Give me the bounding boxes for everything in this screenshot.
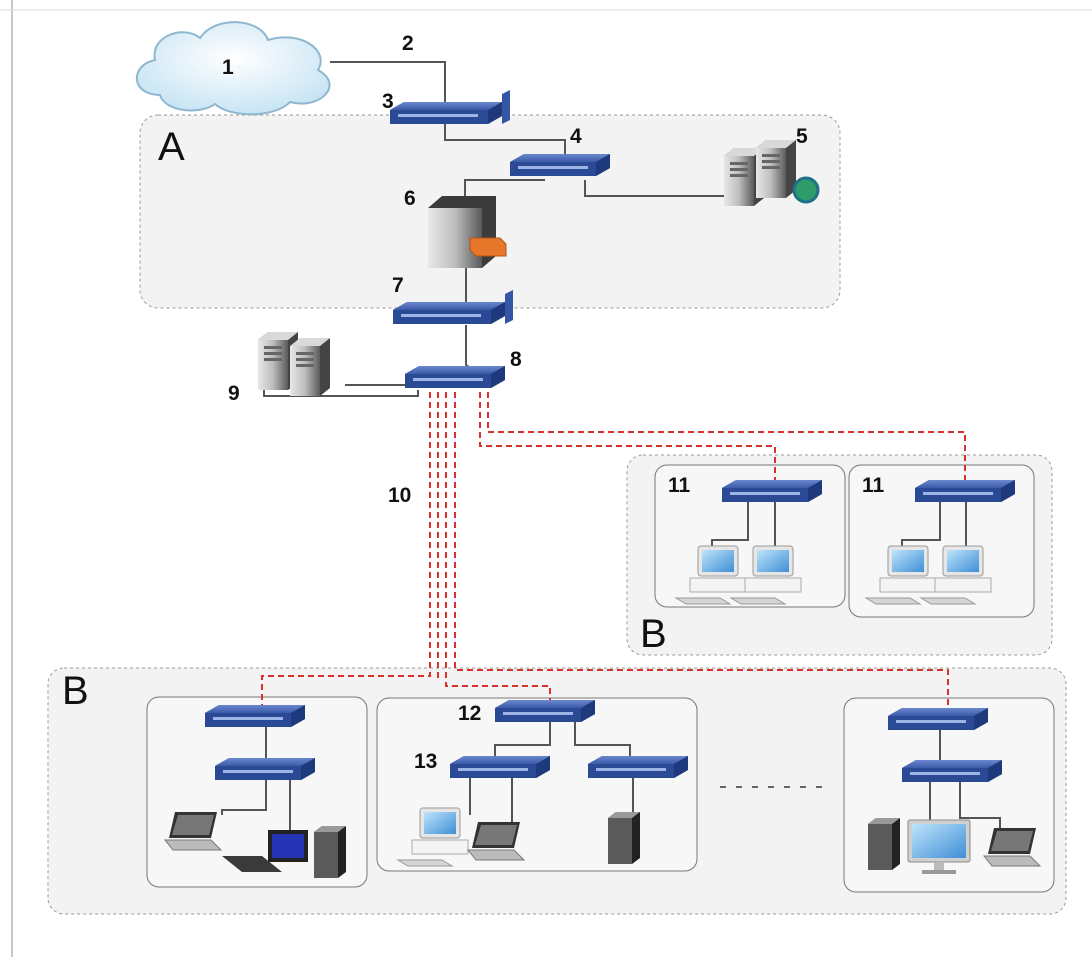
label-8: 8 (510, 348, 522, 371)
cloud-icon (135, 21, 331, 116)
label-10: 10 (388, 484, 411, 507)
switch-icon (510, 154, 610, 176)
label-13: 13 (414, 750, 437, 773)
label-5: 5 (796, 125, 808, 148)
zone-b-bottom-letter: B (62, 669, 89, 713)
label-9: 9 (228, 382, 240, 405)
label-7: 7 (392, 274, 404, 297)
switch-icon (915, 480, 1015, 502)
switch-icon (405, 366, 505, 388)
firewall-icon (428, 196, 507, 268)
switch-icon (495, 700, 595, 722)
switch-icon (902, 760, 1002, 782)
router-icon (390, 90, 510, 124)
label-3: 3 (382, 90, 394, 113)
switch-icon (588, 756, 688, 778)
switch-icon (722, 480, 822, 502)
zone-a-letter: A (158, 125, 185, 169)
label-1: 1 (222, 56, 234, 79)
desktop-pc-icon (222, 826, 346, 878)
label-12: 12 (458, 702, 481, 725)
dashed-links (261, 392, 966, 708)
zone-b-right-letter: B (640, 612, 667, 656)
switch-icon (888, 708, 988, 730)
label-4: 4 (570, 125, 582, 148)
label-11-b: 11 (862, 474, 885, 497)
switch-icon (205, 705, 305, 727)
tower-pc-icon (608, 812, 640, 864)
label-11-a: 11 (668, 474, 691, 497)
server-icon (258, 332, 330, 396)
label-6: 6 (404, 187, 416, 210)
switch-icon (215, 758, 315, 780)
tower-pc-icon (868, 818, 900, 870)
switch-icon (450, 756, 550, 778)
server-icon (724, 140, 820, 206)
label-2: 2 (402, 32, 414, 55)
